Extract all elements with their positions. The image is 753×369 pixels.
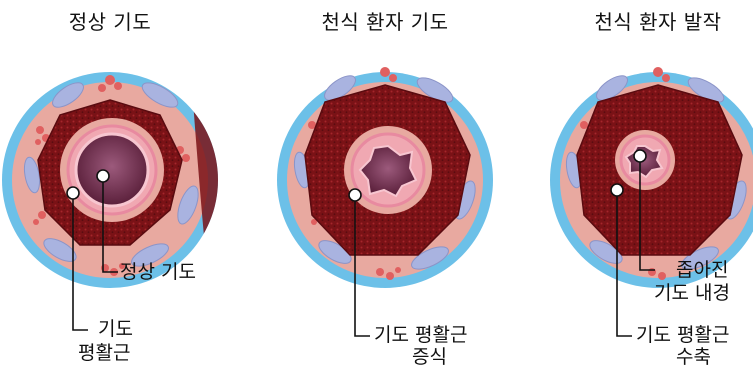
label-attack-lumen-line1: 좁아진	[676, 259, 728, 281]
marker-asthma-muscle	[349, 189, 361, 201]
label-normal-muscle-line2: 평활근	[78, 342, 130, 364]
label-normal-muscle-line1: 기도	[98, 318, 133, 340]
marker-normal-lumen	[97, 170, 109, 182]
label-attack-muscle-line1: 기도 평활근	[636, 324, 729, 346]
label-attack-lumen-line2: 기도 내경	[654, 282, 730, 304]
airway-cross-section-asthma	[277, 67, 493, 288]
marker-attack-muscle	[611, 184, 623, 196]
label-asthma-muscle-line1: 기도 평활근	[374, 324, 467, 346]
label-normal-lumen: 정상 기도	[120, 261, 196, 283]
label-asthma-muscle-line2: 증식	[412, 346, 447, 368]
label-attack-muscle-line2: 수축	[676, 346, 711, 368]
marker-attack-lumen	[634, 150, 646, 162]
airway-cross-section-attack	[550, 67, 753, 288]
marker-normal-muscle	[67, 187, 79, 199]
